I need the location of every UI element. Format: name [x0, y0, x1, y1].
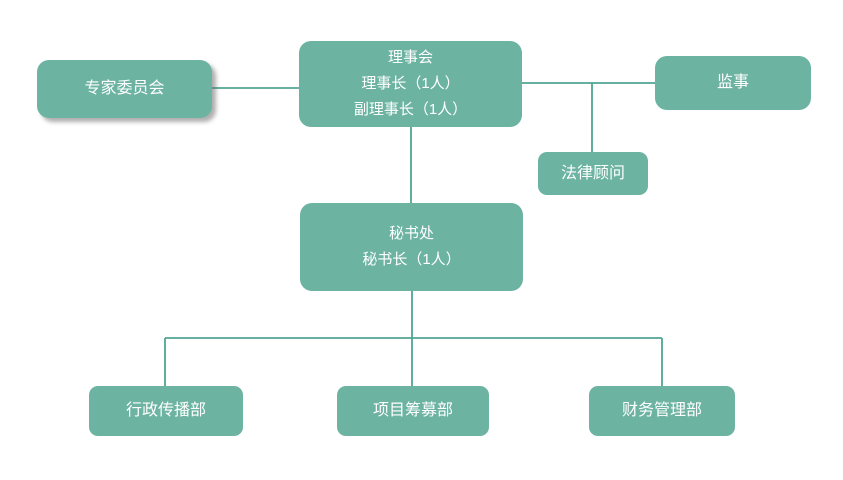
- node-expert-committee[interactable]: 专家委员会: [37, 60, 212, 118]
- node-board-title: 理事会: [387, 49, 433, 66]
- node-legal-advisor-label: 法律顾问: [560, 164, 625, 182]
- node-secretariat-title: 秘书处: [388, 225, 434, 242]
- node-secretariat[interactable]: 秘书处 秘书长（1人）: [300, 203, 523, 291]
- node-board-chairman-line: 理事长（1人）: [361, 75, 460, 92]
- node-supervisor-label: 监事: [716, 74, 749, 91]
- node-project-fundraising-dept[interactable]: 项目筹募部: [337, 386, 489, 436]
- node-expert-committee-label: 专家委员会: [84, 80, 165, 97]
- node-legal-advisor[interactable]: 法律顾问: [538, 152, 648, 195]
- node-project-fundraising-dept-label: 项目筹募部: [372, 402, 453, 419]
- node-finance-management-dept-label: 财务管理部: [621, 402, 702, 419]
- node-admin-communication-dept-label: 行政传播部: [125, 402, 206, 419]
- node-supervisor[interactable]: 监事: [655, 56, 811, 110]
- node-finance-management-dept[interactable]: 财务管理部: [589, 386, 735, 436]
- node-secretariat-secretary-line: 秘书长（1人）: [362, 251, 461, 268]
- node-board-vice-chairman-line: 副理事长（1人）: [353, 101, 468, 118]
- node-admin-communication-dept[interactable]: 行政传播部: [89, 386, 243, 436]
- node-board[interactable]: 理事会 理事长（1人） 副理事长（1人）: [299, 41, 522, 127]
